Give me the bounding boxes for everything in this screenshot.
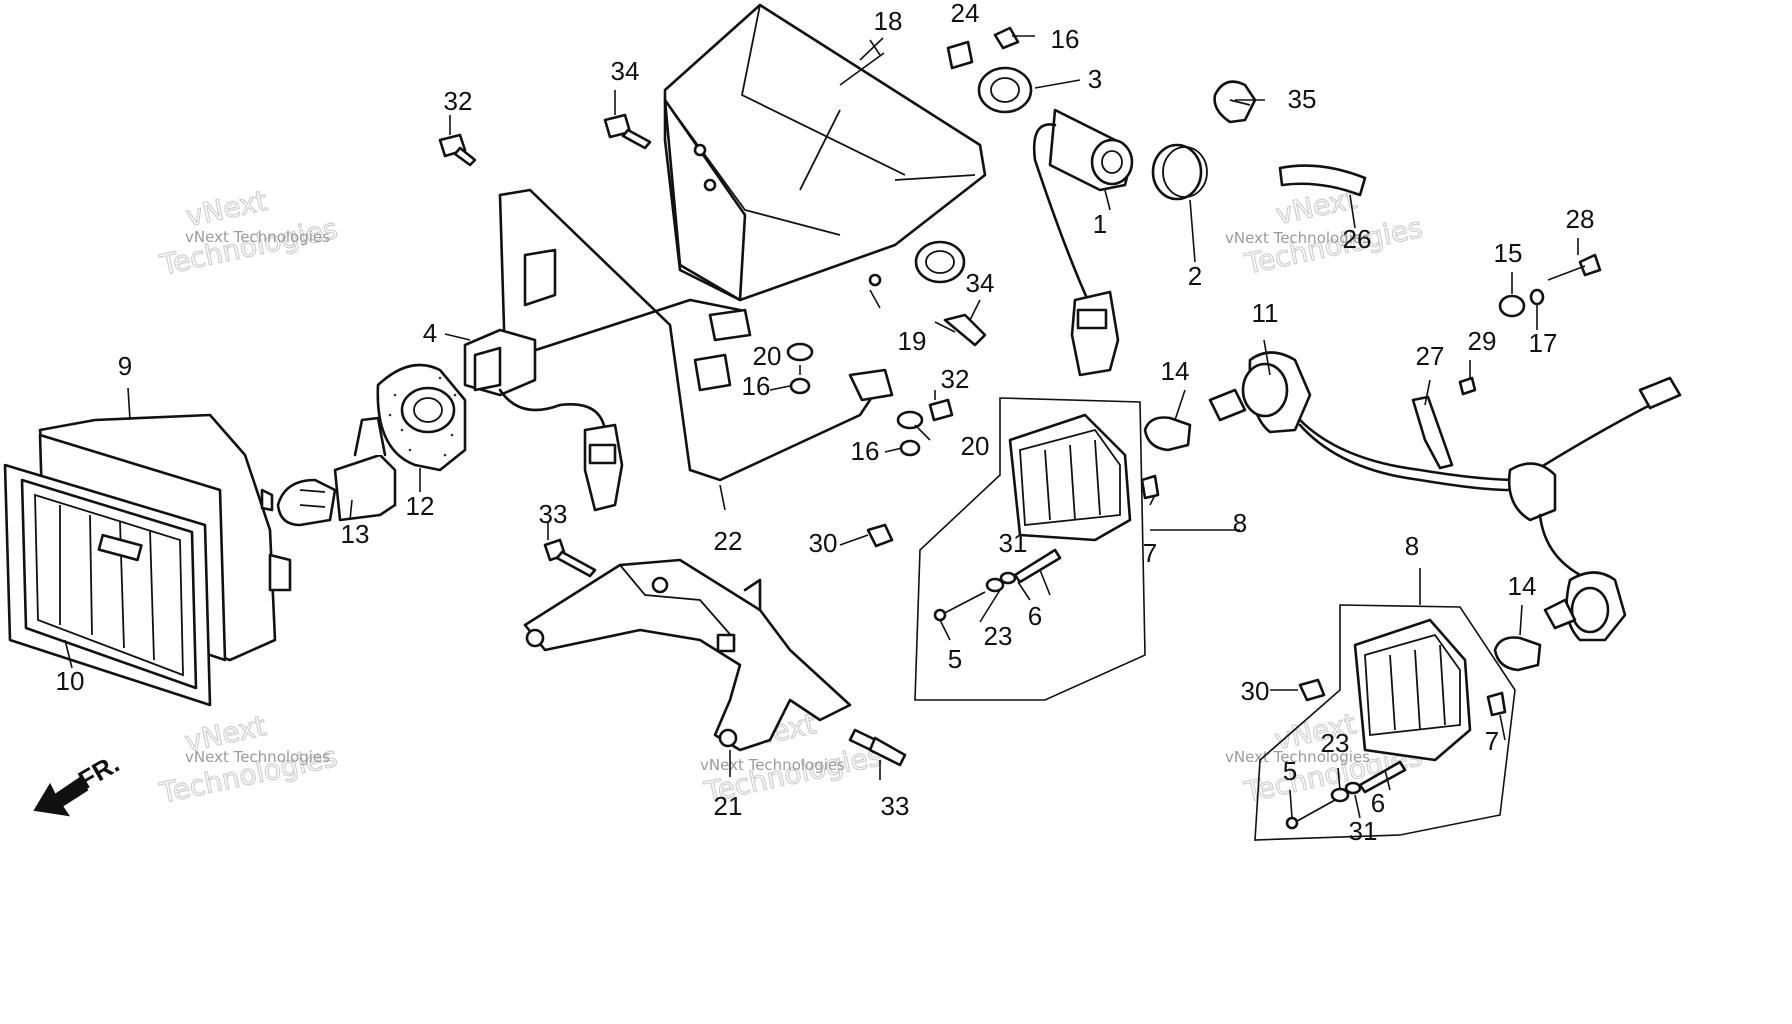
part-26-band	[1278, 164, 1367, 197]
callout-8-left: 8	[1233, 508, 1247, 538]
callout-20-left: 20	[753, 341, 782, 371]
watermark-text: vNext Technologies	[185, 748, 330, 766]
part-8-winker-right	[1254, 604, 1516, 841]
callout-26: 26	[1343, 224, 1372, 254]
part-22-headlight-stay	[498, 188, 894, 482]
part-1-socket-wire	[1032, 108, 1134, 377]
callout-23-right: 23	[1321, 728, 1350, 758]
callout-3: 3	[1088, 64, 1102, 94]
part-3-nut	[977, 66, 1033, 114]
part-4-headlight-connector	[463, 328, 624, 512]
callout-5-right: 5	[1283, 756, 1297, 786]
callout-labels: 1 2 3 4 5 5 6 6 7 7 8 8 9 10 11 12 13 14…	[56, 0, 1595, 846]
callout-31-right: 31	[1349, 816, 1378, 846]
part-28-screw	[1547, 253, 1602, 281]
callout-28: 28	[1566, 204, 1595, 234]
watermark-text: vNext Technologies	[1225, 229, 1370, 247]
callout-16-mid: 16	[742, 371, 771, 401]
callout-22: 22	[714, 526, 743, 556]
svg-text:vNext: vNext	[183, 184, 270, 233]
callout-20-right: 20	[961, 431, 990, 461]
callout-29: 29	[1468, 326, 1497, 356]
part-33-bolt-upper	[543, 538, 597, 578]
leader-lines	[64, 37, 1579, 819]
part-35-clamp	[1213, 80, 1257, 124]
callout-6-left: 6	[1028, 601, 1042, 631]
part-18-headlight-cover	[663, 3, 987, 302]
callout-2: 2	[1188, 261, 1202, 291]
part-20-grommet-right	[896, 410, 924, 430]
part-16-screw-left	[789, 377, 811, 395]
callout-27: 27	[1416, 341, 1445, 371]
callout-17: 17	[1529, 328, 1558, 358]
part-13-headlight-bulb	[276, 416, 397, 527]
callout-10: 10	[56, 666, 85, 696]
stipple-texture	[388, 376, 457, 457]
part-34-bolt-top	[603, 113, 652, 150]
part-8-winker-left	[914, 397, 1160, 701]
part-21-headlight-bracket	[523, 558, 852, 752]
callout-16-right: 16	[851, 436, 880, 466]
part-27-bracket	[1411, 395, 1454, 470]
callout-18: 18	[874, 6, 903, 36]
part-24-clip	[946, 40, 974, 70]
watermark-text: vNext Technologies	[1225, 748, 1370, 766]
callout-33-upper: 33	[539, 499, 568, 529]
part-16-screw-right	[899, 439, 921, 457]
watermark-text: vNext Technologies	[700, 756, 845, 774]
callout-33-lower: 33	[881, 791, 910, 821]
part-16-screw-top	[993, 26, 1035, 50]
part-9-10-headlight	[3, 413, 292, 707]
callout-30-right: 30	[1241, 676, 1270, 706]
part-34-bolt-right	[934, 313, 987, 347]
watermark-top-left: vNext Technologies	[156, 183, 341, 282]
callout-13: 13	[341, 519, 370, 549]
callout-24: 24	[951, 0, 980, 28]
callout-15: 15	[1494, 238, 1523, 268]
part-5-6-31-23-left	[933, 548, 1062, 622]
part-12-headlight-socket	[376, 363, 467, 472]
callout-34-right: 34	[966, 268, 995, 298]
part-30-nut-left	[866, 523, 894, 548]
callout-11: 11	[1252, 298, 1279, 328]
callout-5-left: 5	[948, 644, 962, 674]
callout-16-top: 16	[1051, 24, 1080, 54]
callout-32-left: 32	[444, 86, 473, 116]
part-29-screw	[1458, 376, 1477, 396]
callout-14-lower: 14	[1508, 571, 1537, 601]
part-32-bolt-right	[928, 398, 954, 422]
callout-12: 12	[406, 491, 435, 521]
part-30-nut-right	[1298, 678, 1326, 702]
callout-14-upper: 14	[1161, 356, 1190, 386]
callout-32-right: 32	[941, 364, 970, 394]
callout-35: 35	[1288, 84, 1317, 114]
callout-4: 4	[423, 318, 437, 348]
part-11-turn-socket-harness	[1208, 351, 1682, 642]
part-14-bulb-upper	[1143, 416, 1192, 452]
svg-text:Technologies: Technologies	[157, 212, 341, 282]
watermark-text: vNext Technologies	[185, 228, 330, 246]
callout-30-left: 30	[809, 528, 838, 558]
part-17-grommet	[1529, 288, 1545, 306]
part-20-grommet	[786, 342, 814, 362]
front-direction-arrow: FR.	[33, 748, 124, 817]
callout-6-right: 6	[1371, 788, 1385, 818]
callout-31-left: 31	[999, 528, 1028, 558]
callout-1: 1	[1093, 209, 1107, 239]
callout-8-right: 8	[1405, 531, 1419, 561]
part-14-bulb-lower	[1493, 636, 1542, 672]
part-15-collar	[1498, 294, 1526, 318]
part-2-cap	[1151, 143, 1208, 201]
callout-19: 19	[898, 326, 927, 356]
part-32-bolt-left	[438, 133, 477, 167]
callout-7-left: 7	[1143, 538, 1157, 568]
callout-34-top: 34	[611, 56, 640, 86]
callout-9: 9	[118, 351, 132, 381]
part-33-bolt-lower	[848, 728, 907, 767]
callout-21: 21	[714, 791, 743, 821]
callout-7-right: 7	[1485, 726, 1499, 756]
callout-23-left: 23	[984, 621, 1013, 651]
